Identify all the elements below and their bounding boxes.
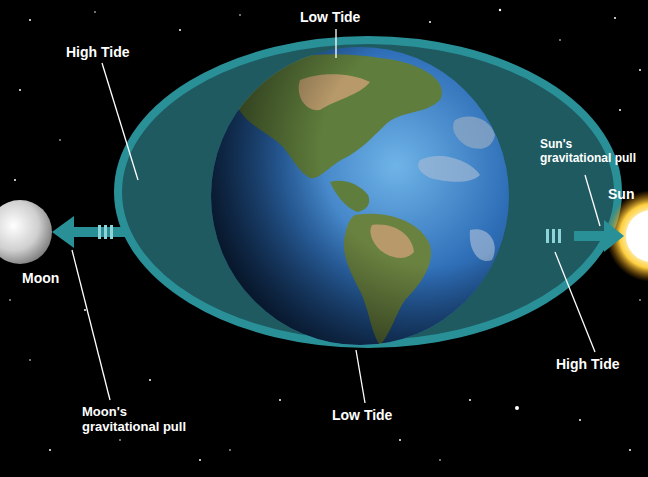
leader-lines xyxy=(72,29,600,403)
tide-label: High Tide xyxy=(66,44,130,60)
moon-pull-arrow xyxy=(52,216,126,248)
force-label: Sun's gravitational pull xyxy=(540,138,644,166)
moon xyxy=(0,200,52,264)
force-label: Moon's gravitational pull xyxy=(82,405,194,435)
tide-label: High Tide xyxy=(556,356,620,372)
sun-pull-arrow xyxy=(546,220,624,252)
tide-label: Low Tide xyxy=(332,407,392,423)
tide-label: Low Tide xyxy=(300,9,360,25)
body-label: Moon xyxy=(22,270,59,286)
stars xyxy=(9,9,641,461)
earth xyxy=(211,47,509,345)
body-label: Sun xyxy=(608,186,634,202)
tidal-bulge xyxy=(118,40,618,344)
